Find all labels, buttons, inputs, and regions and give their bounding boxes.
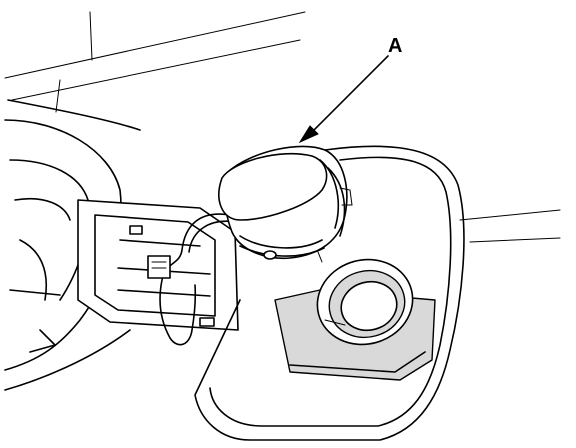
filler-neck: [316, 258, 414, 346]
cap-tether: [147, 213, 237, 346]
tether-clip: [147, 255, 171, 279]
callout-label-a: A: [388, 35, 402, 57]
fuel-door: [194, 145, 465, 441]
body-panel-lines: [4, 11, 561, 243]
fuel-cap: [218, 145, 353, 263]
callout-a: A: [298, 35, 402, 144]
